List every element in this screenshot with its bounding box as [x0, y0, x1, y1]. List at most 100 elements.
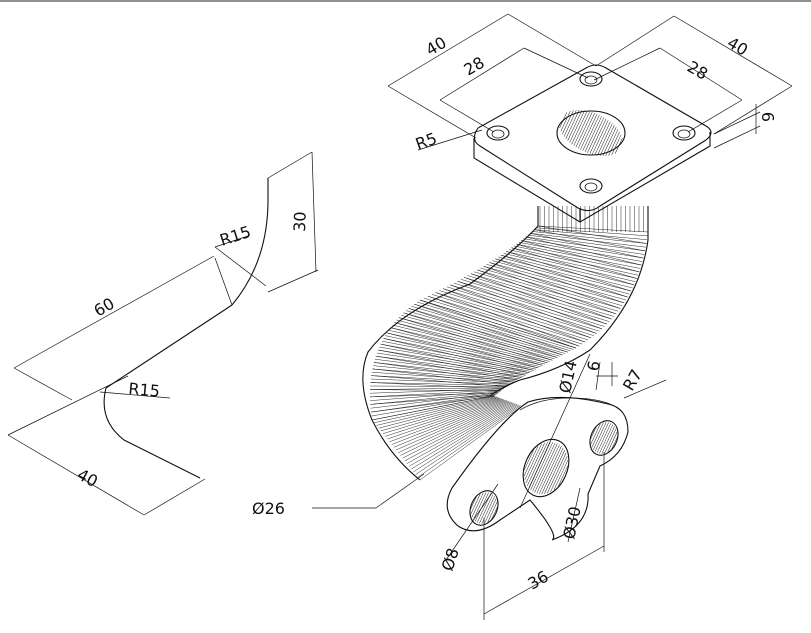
pipe-mesh-line [394, 322, 543, 366]
pipe-mesh-line [370, 389, 503, 398]
pipe-mesh-line [372, 368, 511, 385]
pipe-mesh-line [525, 236, 642, 266]
ext-line [713, 125, 761, 149]
pipe-mesh-line [460, 279, 608, 325]
dim-text: 28 [461, 53, 488, 80]
dim-text: R15 [128, 379, 161, 401]
ext-line [713, 111, 761, 135]
bolt-hole-inner [677, 129, 691, 139]
hatch-line [577, 113, 595, 149]
pipe-mesh-line [370, 385, 508, 387]
bolt-hole [486, 125, 510, 141]
pipe-mesh-line [371, 395, 495, 421]
pipe-mesh-line [389, 399, 505, 443]
hatch-line [596, 423, 612, 453]
pipe-mesh-line [503, 253, 635, 286]
pipe-mesh-line [525, 236, 645, 255]
hatch-line [605, 129, 619, 157]
top-flange: 40 28 40 28 6 R5 [387, 13, 793, 223]
dim-line-40 [7, 434, 145, 516]
hatch-line [523, 445, 539, 477]
dim-text: Ø30 [559, 505, 584, 541]
hatch-line [573, 111, 590, 146]
pipe-mesh-line [489, 262, 627, 301]
leader-r5 [417, 129, 483, 151]
hatch-line [559, 112, 568, 128]
pipe-mesh-line [377, 349, 522, 378]
pipe-mesh-line [406, 403, 515, 464]
ext-line [523, 47, 589, 79]
pipe-mesh-line [373, 362, 520, 379]
leader-d30 [567, 487, 581, 543]
bolt-hole [579, 71, 603, 87]
hatch-line [582, 114, 600, 152]
pipe-mesh [369, 206, 649, 481]
hatch-line [553, 459, 569, 491]
ext-line [713, 85, 793, 135]
pipe-mesh-line [408, 308, 566, 354]
hatch-line [599, 424, 614, 454]
ext-line [593, 47, 661, 81]
hatch-line [544, 450, 565, 494]
pipe-mesh-line [380, 343, 526, 376]
top-flange-side [473, 132, 711, 223]
pipe-mesh-line [370, 389, 501, 392]
pipe-mesh-line [457, 280, 605, 327]
hatch-line [479, 494, 494, 524]
hatch-line [590, 426, 597, 440]
top-flange-bore [556, 110, 626, 156]
pipe-mesh-line [474, 271, 617, 315]
dim-line-36 [483, 545, 605, 615]
pipe-mesh-line [392, 324, 548, 364]
pipe-mesh-line [390, 327, 539, 369]
pipe-mesh-line [396, 319, 553, 361]
pipe-mesh-line [523, 238, 644, 259]
pipe-mesh-line [377, 349, 528, 375]
pipe-mesh-line [403, 312, 553, 361]
hatch-line [562, 110, 574, 135]
pipe-mesh-line [529, 233, 644, 259]
pipe-mesh-line [398, 317, 548, 364]
pipe-mesh-line [506, 251, 636, 282]
flange-hole-hatch [470, 109, 623, 524]
pipe-mesh-line [370, 393, 497, 413]
pipe-mesh-line [414, 303, 571, 351]
pipe-mesh-line [500, 254, 628, 298]
pipe-mesh-line [492, 260, 628, 298]
hatch-line [602, 127, 617, 157]
leader-r7 [623, 379, 667, 399]
dim-text: Ø8 [438, 546, 463, 574]
pipe-mesh-line [371, 372, 515, 383]
hatch-line [491, 506, 498, 520]
pipe-mesh-line [483, 265, 617, 315]
hatch-line [601, 426, 615, 454]
pipe-mesh-line [450, 284, 600, 332]
pipe-mesh-line [411, 403, 518, 470]
ext-line [267, 151, 313, 179]
ext-line [13, 367, 73, 401]
flange-bore-center [522, 438, 570, 498]
ext-line [507, 13, 597, 67]
pipe-mesh-line [513, 245, 640, 273]
pipe-mesh-line [370, 394, 496, 405]
pipe-mesh-line [489, 262, 621, 309]
pipe-mesh-line [477, 269, 612, 320]
dim-text: 6 [583, 359, 604, 373]
pipe-mesh-line [393, 400, 507, 448]
pipe-mesh-line [413, 404, 519, 473]
pipe-mesh-line [370, 392, 499, 398]
hatch-line [593, 422, 607, 450]
flange-hole-right [589, 420, 619, 456]
pipe-mesh-line [371, 375, 508, 387]
pipe-mesh-line [417, 405, 521, 478]
hatch-line [560, 110, 571, 132]
pipe-mesh-line [500, 254, 633, 289]
pipe-mesh-line [370, 395, 495, 413]
pipe-mesh-line [506, 251, 632, 292]
ext-line [687, 99, 743, 133]
hatch-line [525, 442, 545, 484]
pipe-mesh-line [419, 299, 568, 353]
pipe-mesh-line [498, 256, 632, 292]
pipe-mesh-line [394, 322, 550, 362]
